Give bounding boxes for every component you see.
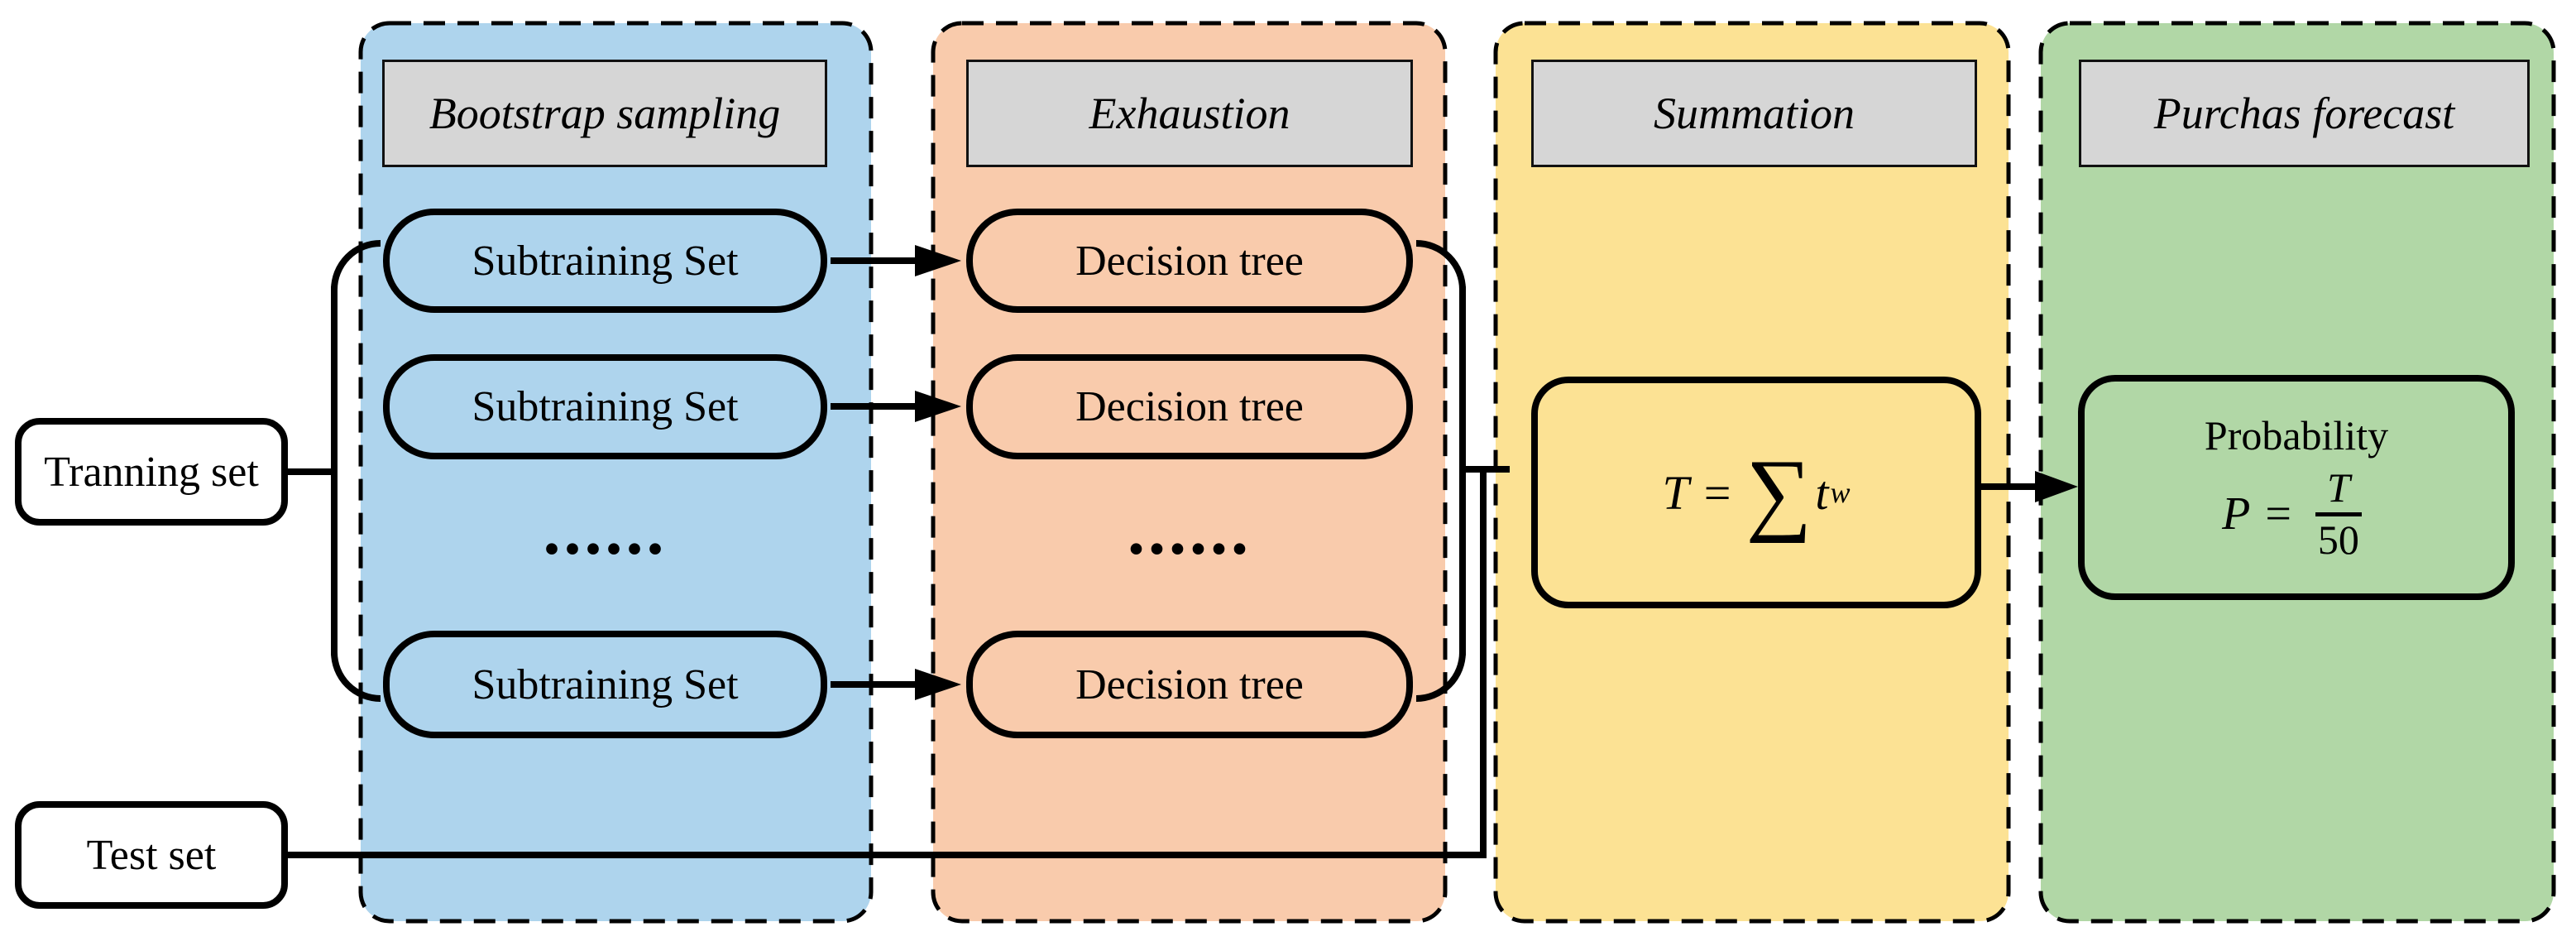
equals-sign: = bbox=[1703, 465, 1731, 520]
summation-subscript: w bbox=[1830, 476, 1851, 509]
training-set-box: Tranning set bbox=[15, 418, 288, 526]
probability-lhs: P bbox=[2222, 488, 2251, 540]
test-set-box: Test set bbox=[15, 801, 288, 909]
fraction-numerator: T bbox=[2315, 464, 2362, 516]
arrowhead-icon bbox=[2035, 471, 2078, 502]
bootstrap-panel bbox=[358, 21, 874, 924]
equals-sign: = bbox=[2265, 488, 2291, 540]
bootstrap-header: Bootstrap sampling bbox=[382, 60, 827, 167]
summation-lhs: T bbox=[1662, 465, 1689, 520]
exhaustion-ellipsis: ...... bbox=[1128, 492, 1252, 569]
fraction-denominator: 50 bbox=[2317, 516, 2359, 563]
exhaustion-header: Exhaustion bbox=[966, 60, 1413, 167]
summation-panel bbox=[1493, 21, 2011, 924]
subtraining-set-box-2: Subtraining Set bbox=[383, 354, 827, 459]
summation-to-probability-arrow bbox=[1981, 471, 2078, 502]
forecast-panel bbox=[2038, 21, 2556, 924]
forecast-header: Purchas forecast bbox=[2079, 60, 2530, 167]
exhaustion-panel bbox=[931, 21, 1448, 924]
subtraining-set-box-3: Subtraining Set bbox=[383, 631, 827, 738]
summation-header: Summation bbox=[1531, 60, 1977, 167]
subtraining-to-tree-arrows bbox=[831, 245, 961, 700]
subtraining-set-box-1: Subtraining Set bbox=[383, 209, 827, 313]
probability-box: Probability P = T 50 bbox=[2078, 375, 2515, 600]
probability-formula: P = T 50 bbox=[2222, 464, 2371, 564]
decision-tree-box-1: Decision tree bbox=[966, 209, 1413, 313]
arrowhead-icon bbox=[915, 391, 961, 422]
bootstrap-ellipsis: ...... bbox=[543, 492, 668, 569]
summation-formula-box: T = ∑ t w bbox=[1531, 377, 1981, 608]
probability-fraction: T 50 bbox=[2306, 464, 2371, 564]
decision-tree-box-3: Decision tree bbox=[966, 631, 1413, 738]
test-set-connector bbox=[287, 469, 1487, 858]
summation-term: t bbox=[1815, 465, 1829, 520]
probability-title: Probability bbox=[2204, 412, 2389, 459]
decision-tree-box-2: Decision tree bbox=[966, 354, 1413, 459]
arrowhead-icon bbox=[915, 669, 961, 700]
arrowhead-icon bbox=[915, 245, 961, 276]
summation-formula: T = ∑ t w bbox=[1662, 441, 1851, 544]
training-branch-connector bbox=[287, 240, 381, 702]
